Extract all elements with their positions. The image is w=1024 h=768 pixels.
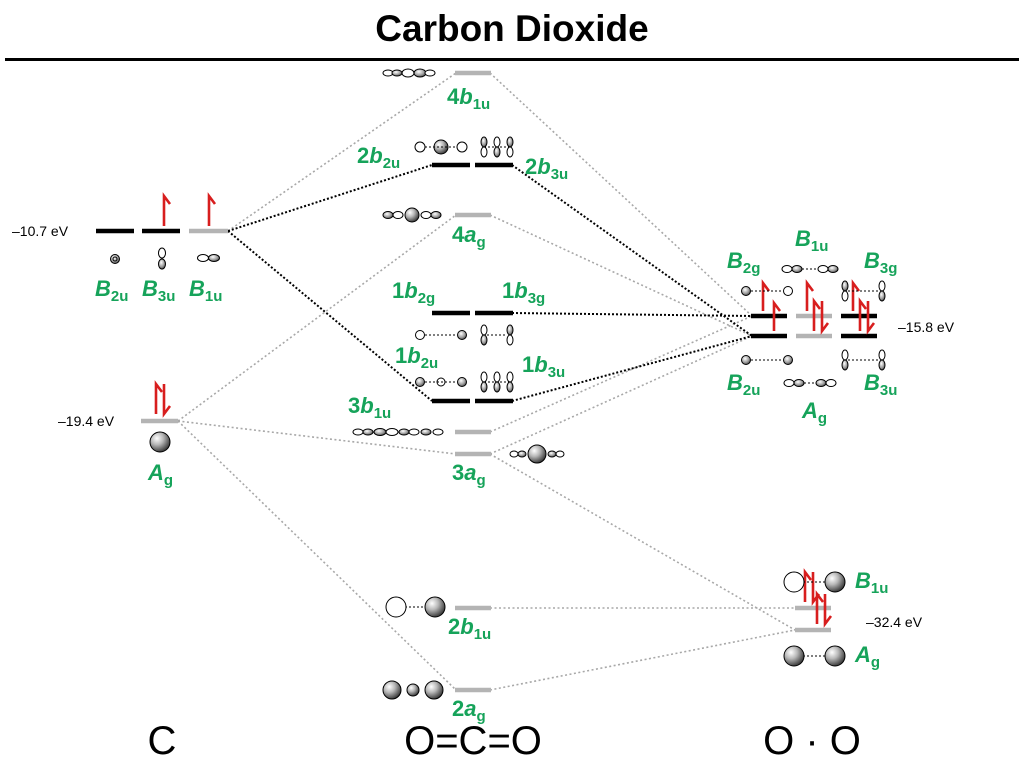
electron-up — [805, 279, 815, 311]
connector — [489, 335, 753, 455]
label-m-1b3u: 1b3u — [522, 352, 565, 381]
label-m-3b1u: 3b1u — [348, 393, 391, 422]
orbital-m-2b3u — [480, 136, 514, 158]
electron-up — [761, 279, 771, 311]
electron-up — [207, 192, 217, 226]
orbital-m-2b2u — [414, 139, 468, 155]
connector — [177, 420, 457, 691]
orbital-m-1b2u — [415, 377, 467, 387]
connector — [489, 629, 796, 691]
label-o-b3u: B3u — [864, 370, 897, 399]
connector — [489, 453, 796, 631]
label-m-4b1u: 4b1u — [447, 84, 490, 113]
electron-down — [866, 301, 876, 335]
label-o-ag: Ag — [801, 398, 827, 427]
black-connectors — [227, 164, 753, 402]
energy-label-o-2s: –32.4 eV — [866, 614, 923, 630]
diagram-title: Carbon Dioxide — [375, 8, 649, 49]
electron-up — [154, 380, 164, 414]
atom-label-middle: O=C=O — [404, 719, 542, 763]
orbital-m-3b1u — [352, 428, 444, 436]
electron-down — [162, 384, 172, 418]
connector — [227, 230, 433, 402]
energy-label-o-2p: –15.8 eV — [898, 319, 955, 335]
orbital-o-b3g — [841, 280, 886, 302]
connector — [489, 214, 753, 337]
orbital-c-b3u — [158, 247, 166, 270]
label-m-2b3u: 2b3u — [525, 154, 568, 183]
connector — [511, 164, 753, 337]
electron-up — [772, 299, 782, 331]
orbital-m-1b3g — [480, 324, 514, 346]
label-o-b3g: B3g — [864, 248, 897, 277]
orbital-o-b2u — [741, 355, 793, 365]
symmetry-labels: B2u B3u B1u Ag 4b1u 2b2u 2b3u 4ag 1b2g 1… — [95, 84, 897, 725]
orbital-o-b3u — [841, 349, 886, 371]
label-m-2b1u: 2b1u — [448, 614, 491, 643]
orbital-m-4b1u — [382, 68, 436, 78]
title-divider — [5, 58, 1019, 61]
connector — [489, 315, 753, 433]
orbital-o-b1u — [781, 265, 839, 273]
connector — [177, 214, 457, 422]
electron-up — [812, 297, 822, 331]
orbital-m-2ag — [382, 680, 444, 700]
label-m-1b2u: 1b2u — [395, 343, 438, 372]
connector — [511, 312, 753, 317]
orbital-c-ag — [149, 431, 171, 453]
label-o2s-ag: Ag — [854, 642, 880, 671]
energy-label-c-2s: –19.4 eV — [58, 413, 115, 429]
electron-up — [858, 297, 868, 331]
orbital-m-3ag — [509, 444, 565, 464]
electron-down — [820, 301, 830, 335]
orbital-c-b2u — [110, 254, 120, 264]
label-m-1b2g: 1b2g — [392, 278, 435, 307]
label-c-b3u: B3u — [142, 276, 175, 305]
orbital-o-b2g — [741, 286, 793, 296]
atom-label-left: C — [148, 719, 177, 763]
label-o-b2g: B2g — [727, 248, 760, 277]
electron-up — [162, 192, 172, 226]
label-c-b2u: B2u — [95, 276, 128, 305]
orbital-pictograms — [110, 68, 886, 700]
connector — [227, 164, 433, 232]
label-m-1b3g: 1b3g — [502, 278, 545, 307]
orbital-m-2b1u — [385, 596, 446, 618]
orbital-o2s-b1u — [783, 571, 846, 593]
electron-up — [815, 590, 825, 624]
orbital-m-1b3u — [480, 371, 514, 393]
orbital-o-ag — [783, 379, 837, 387]
connector — [489, 72, 753, 317]
electron-up — [851, 279, 861, 311]
electron-down — [823, 594, 833, 628]
label-o-b1u: B1u — [795, 226, 828, 255]
connector — [227, 72, 457, 232]
electron-up — [803, 568, 813, 602]
energy-levels — [96, 70, 877, 693]
orbital-m-1b2g — [415, 330, 467, 340]
electrons — [154, 192, 876, 628]
label-o2s-b1u: B1u — [855, 568, 888, 597]
label-m-2b2u: 2b2u — [357, 143, 400, 172]
orbital-o2s-ag — [783, 645, 846, 667]
atom-label-right: O · O — [763, 719, 861, 763]
orbital-c-b1u — [197, 254, 220, 262]
label-o-b2u: B2u — [727, 370, 760, 399]
connector — [177, 420, 457, 455]
label-c-b1u: B1u — [189, 276, 222, 305]
label-m-2ag: 2ag — [452, 696, 486, 725]
energy-label-c-2p: –10.7 eV — [12, 223, 69, 239]
label-m-3ag: 3ag — [452, 460, 486, 489]
connector — [511, 335, 753, 402]
label-m-4ag: 4ag — [452, 222, 486, 251]
label-c-ag: Ag — [147, 460, 173, 489]
orbital-m-4ag — [382, 207, 442, 223]
